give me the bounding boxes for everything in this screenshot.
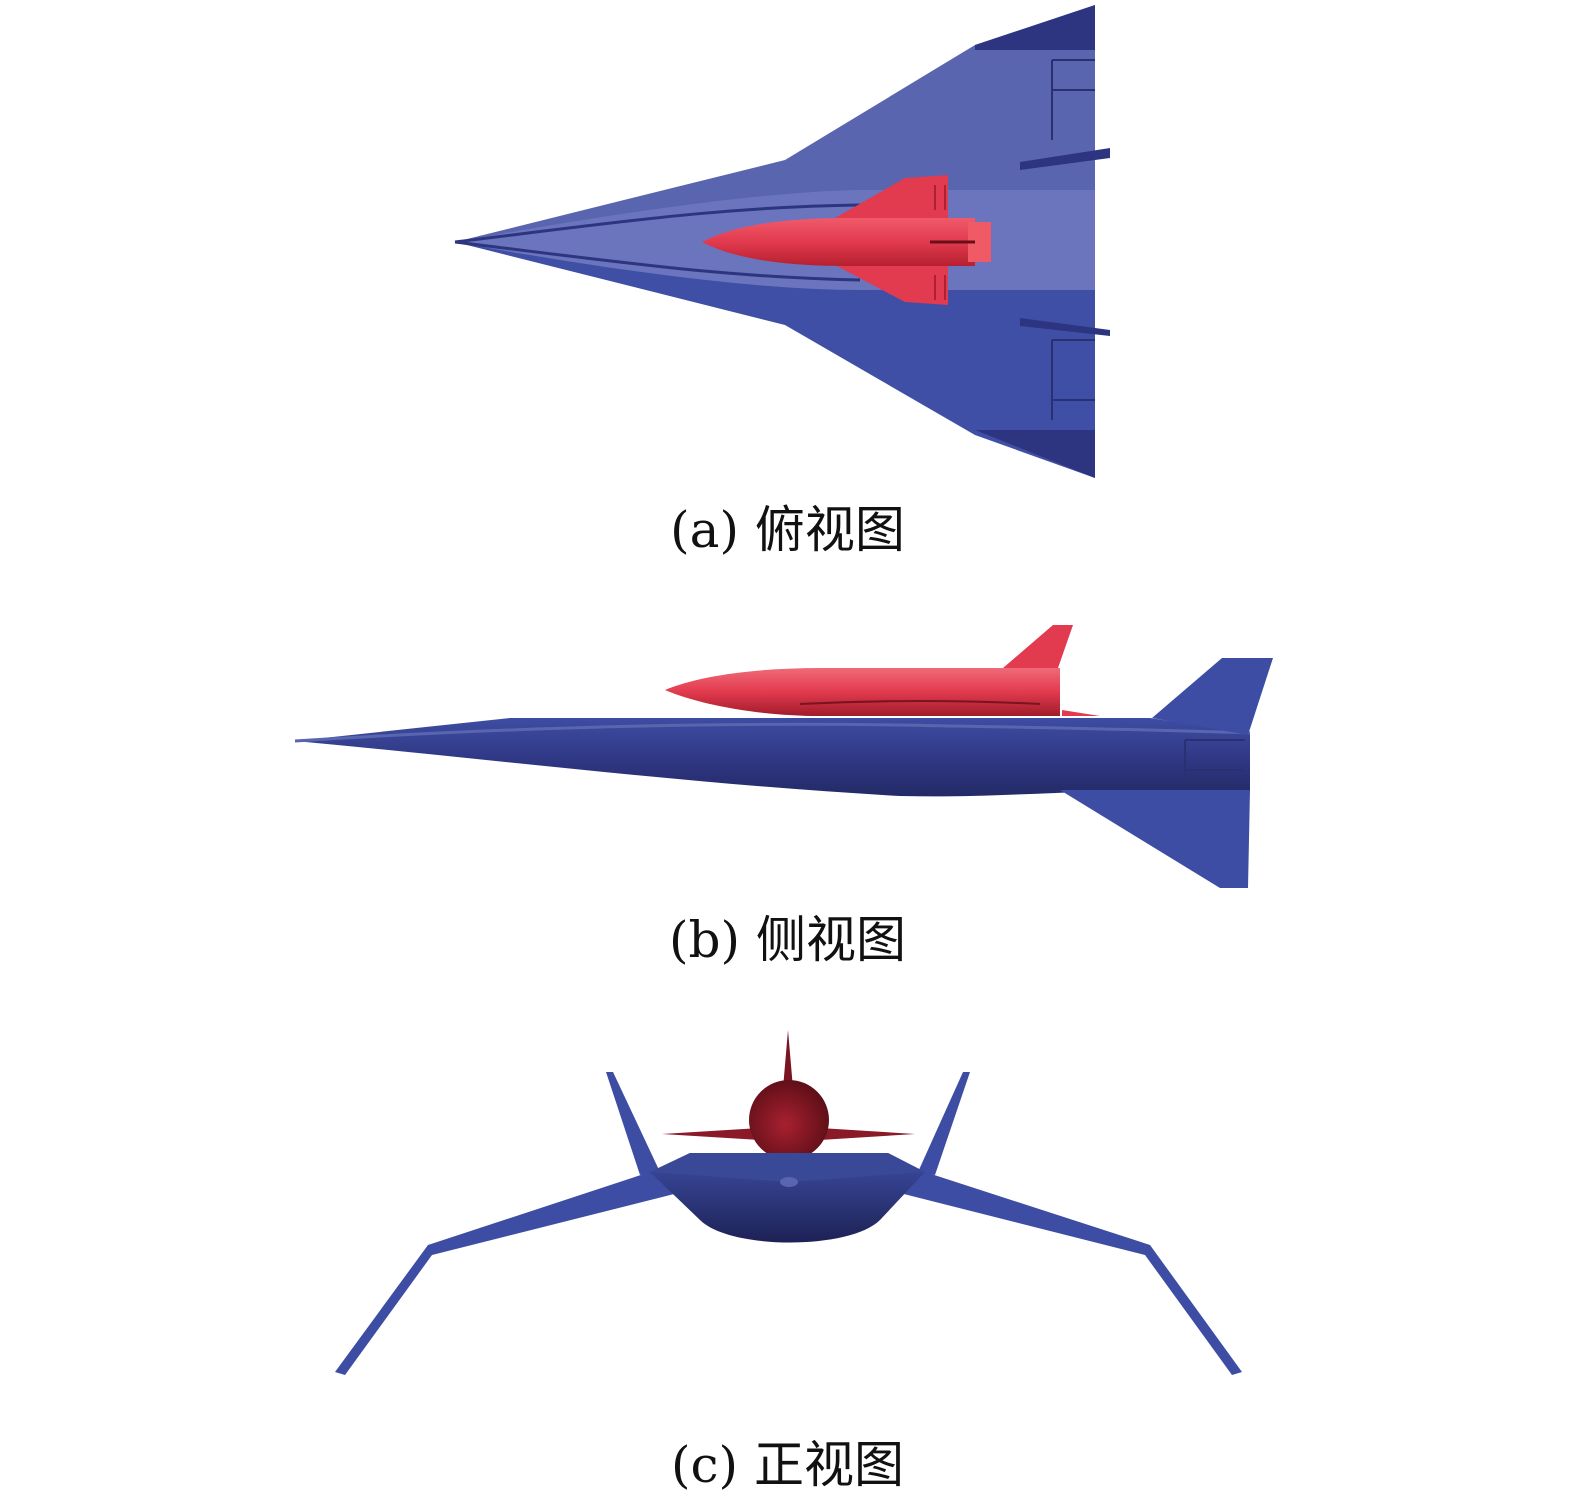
carrier-front-tail-right: [918, 1072, 970, 1175]
carrier-front-deck: [650, 1153, 925, 1182]
top-view-panel: (a) 俯视图: [0, 0, 1575, 580]
carrier-top-fuselage-line: [454, 203, 861, 282]
side-view-caption: (b) 侧视图: [669, 911, 906, 969]
orbiter-side-detail: [799, 700, 1041, 705]
carrier-side-control-surfaces: [1175, 739, 1245, 783]
orbiter-top-tail-block: [968, 222, 991, 262]
carrier-side-upper-line: [294, 722, 1251, 743]
orbiter-top-fuselage: [702, 218, 975, 266]
side-view-panel: (b) 侧视图: [0, 600, 1575, 980]
carrier-side-fuselage: [295, 718, 1250, 797]
carrier-top-tail-lower: [1020, 318, 1110, 336]
orbiter-side-fuselage: [665, 668, 1060, 716]
orbiter-front-body: [749, 1080, 829, 1160]
orbiter-side-body-flap: [1062, 710, 1100, 716]
top-view-drawing: [454, 5, 1110, 478]
carrier-front-wing-right: [888, 1172, 1242, 1375]
carrier-front-nose: [780, 1177, 798, 1187]
carrier-side-ventral-fin: [1060, 790, 1250, 888]
front-view-caption: (c) 正视图: [671, 1436, 904, 1494]
top-view-caption: (a) 俯视图: [670, 501, 905, 559]
carrier-top-control-surfaces: [1051, 59, 1095, 420]
carrier-front-wing-left: [335, 1172, 690, 1375]
carrier-top-tail-upper: [1020, 148, 1110, 170]
carrier-top-rear-band-lower: [975, 430, 1095, 478]
orbiter-side-vertical-tail: [1003, 625, 1073, 668]
orbiter-top-flaps: [934, 185, 946, 300]
carrier-side-vertical-tail: [1152, 658, 1273, 735]
front-view-panel: (c) 正视图: [0, 1020, 1575, 1510]
side-view-drawing: [294, 625, 1273, 888]
carrier-front-tail-left: [606, 1072, 660, 1175]
carrier-top-rear-band: [975, 5, 1095, 50]
front-view-drawing: [335, 1030, 1242, 1375]
